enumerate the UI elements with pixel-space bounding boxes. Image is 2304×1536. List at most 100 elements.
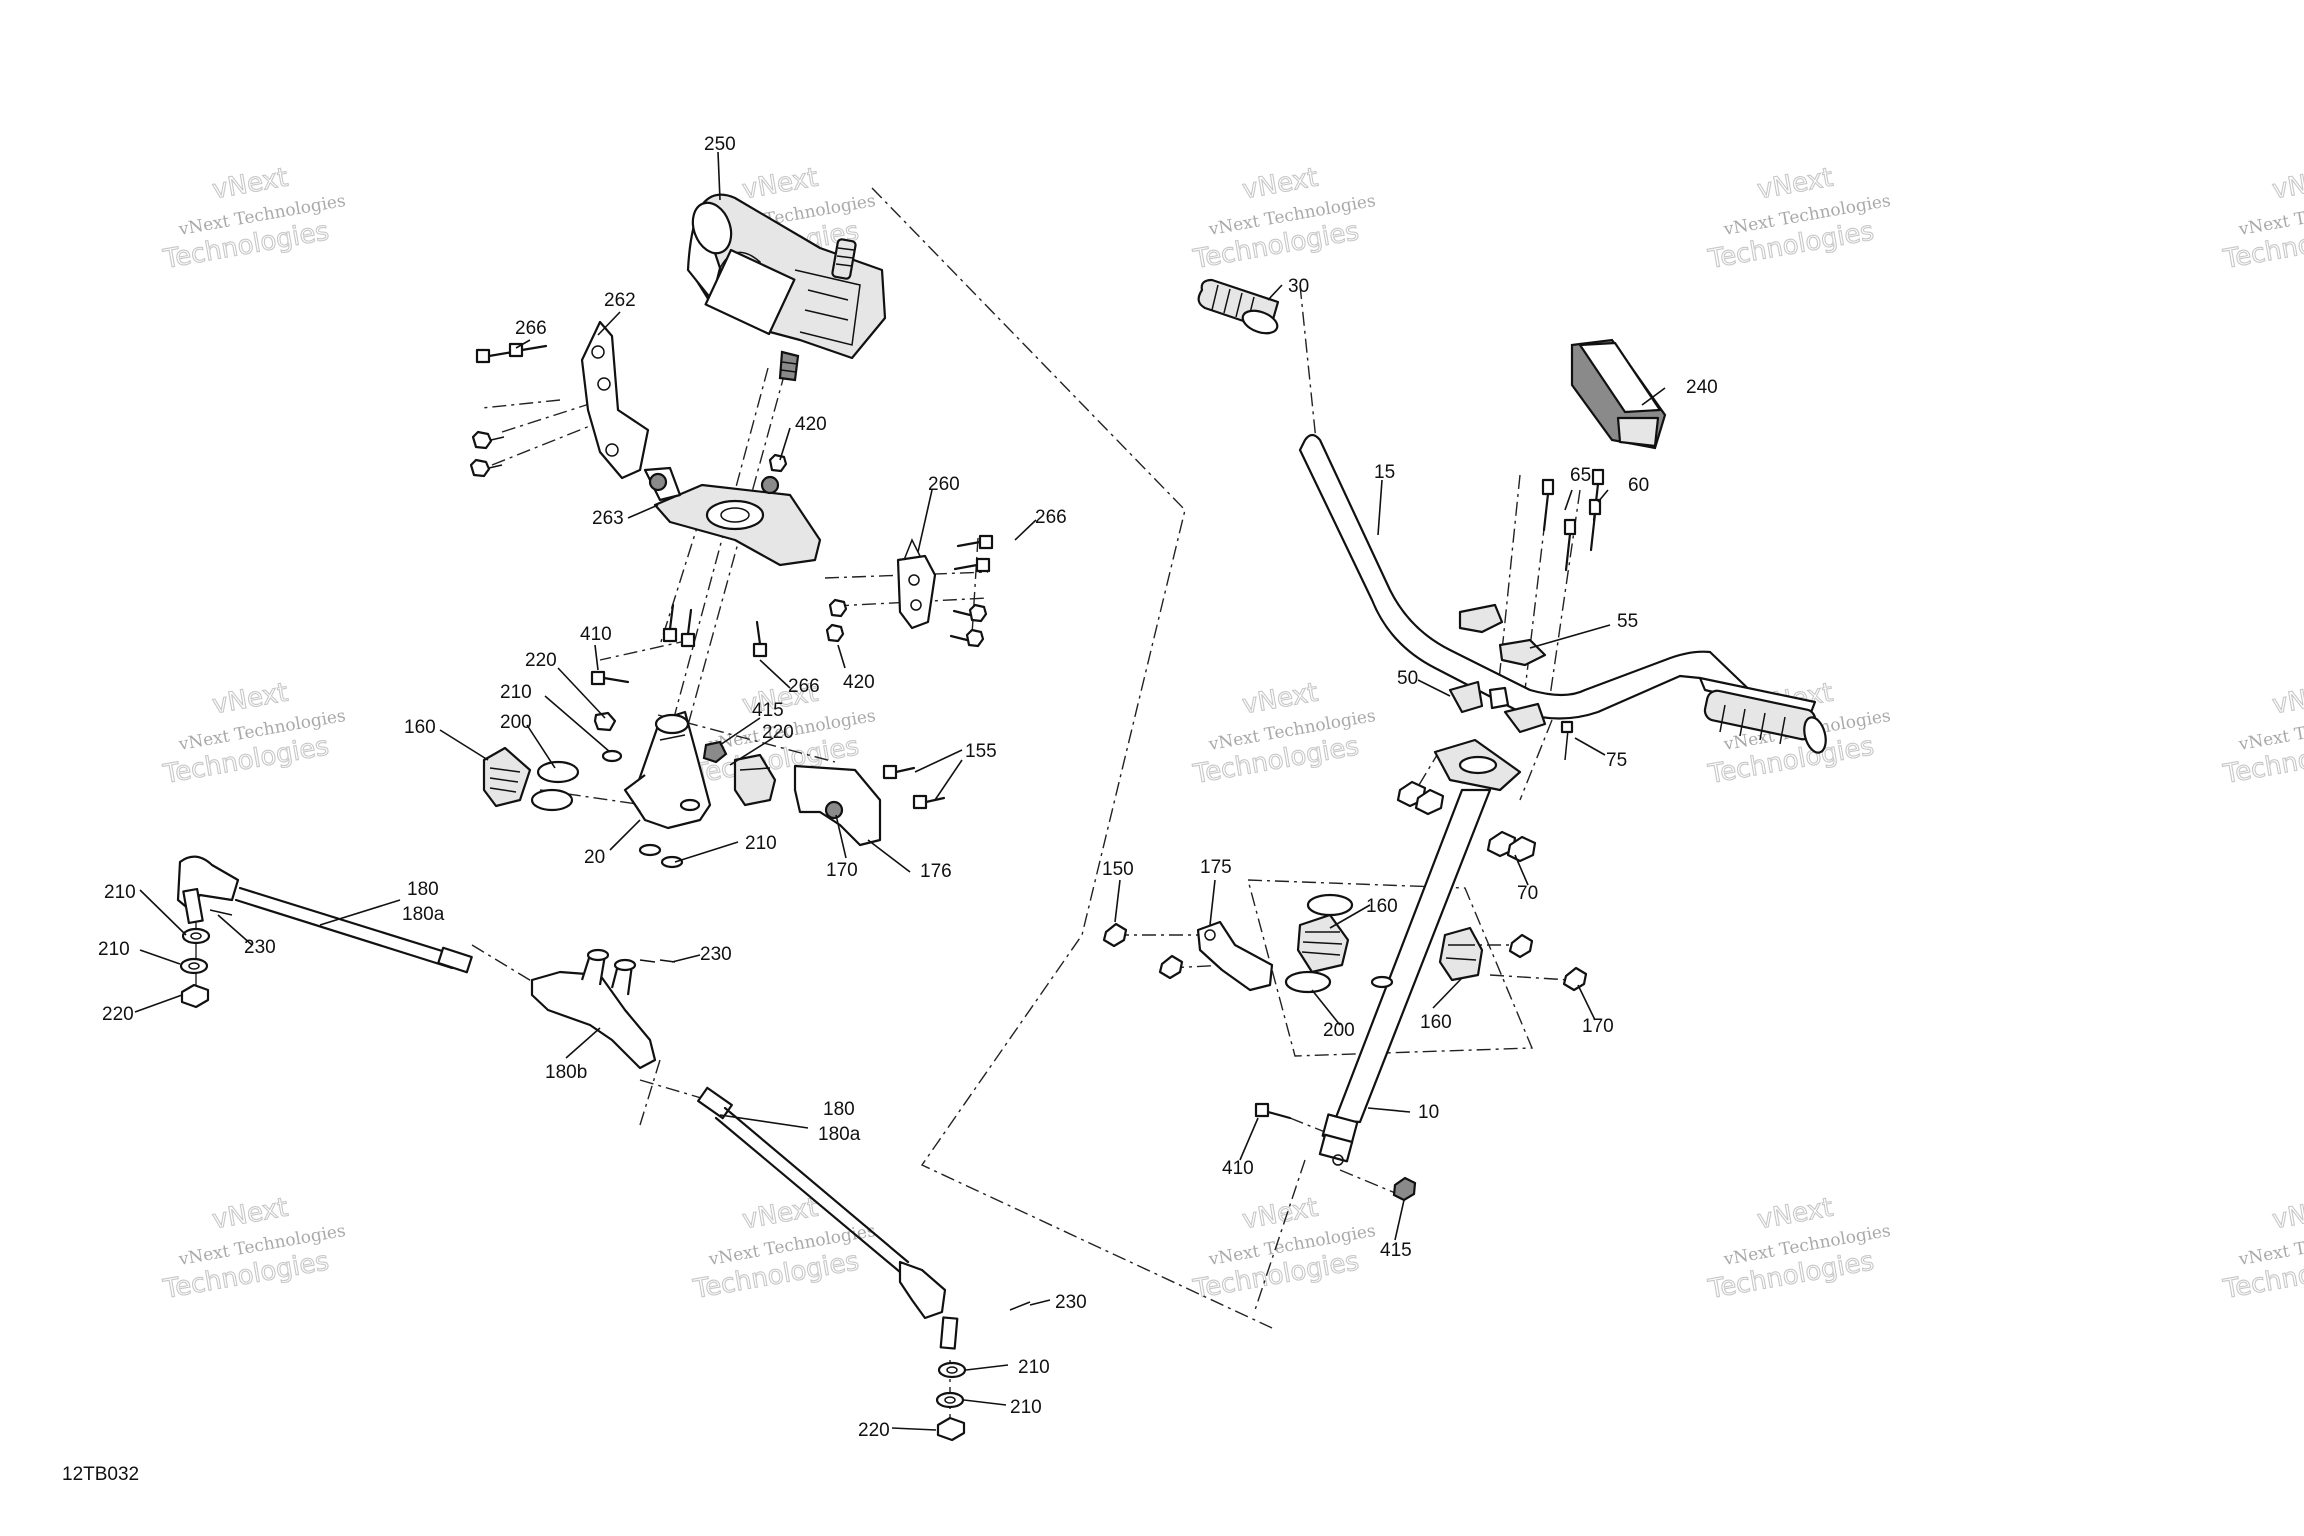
support-group-boundary (1247, 879, 1534, 1057)
callout-220: 220 (858, 1420, 890, 1441)
part-65-60-bolts (1541, 468, 1605, 572)
callout-220: 220 (525, 650, 557, 671)
svg-text:vNext: vNext (1240, 678, 1320, 721)
part-180b-center-link (530, 948, 676, 1070)
callout-160: 160 (1366, 896, 1398, 917)
watermark: vNext vNext Technologies Technologies (1705, 1192, 1892, 1306)
callout-210: 210 (104, 882, 136, 903)
callout-415: 415 (752, 700, 784, 721)
svg-text:vNext: vNext (2270, 163, 2304, 206)
watermarks: vNext vNext Technologies Technologies vN… (160, 162, 2304, 1306)
watermark: vNext vNext Technologies Technologies (2220, 1192, 2304, 1306)
callout-210: 210 (98, 939, 130, 960)
svg-text:vNext: vNext (1240, 163, 1320, 206)
callout-266: 266 (788, 676, 820, 697)
callout-250: 250 (704, 134, 736, 155)
fastener-group-tierod-left (179, 909, 233, 1009)
callout-415: 415 (1380, 1240, 1412, 1261)
callout-180b: 180b (545, 1062, 587, 1083)
part-262-left-bracket (580, 320, 650, 480)
callout-180a: 180a (402, 904, 445, 925)
nuts-right (1102, 780, 1588, 1202)
watermark: vNext vNext Technologies Technologies (2220, 677, 2304, 791)
svg-text:vNext: vNext (1755, 163, 1835, 206)
drawing-code: 12TB032 (62, 1464, 139, 1485)
callout-160: 160 (1420, 1012, 1452, 1033)
watermark: vNext vNext Technologies Technologies (1190, 1192, 1377, 1306)
part-50-riser (1448, 680, 1574, 761)
callout-30: 30 (1288, 276, 1309, 297)
watermark: vNext vNext Technologies Technologies (160, 1192, 347, 1306)
watermark: vNext vNext Technologies Technologies (690, 1192, 877, 1306)
part-55-clamp-caps (1458, 603, 1547, 667)
callout-170: 170 (826, 860, 858, 881)
part-180-tie-rod-right (697, 1086, 959, 1350)
callout-230: 230 (1055, 1292, 1087, 1313)
svg-text:vNext: vNext (2270, 678, 2304, 721)
callout-55: 55 (1617, 611, 1638, 632)
part-175-bracket (1196, 920, 1274, 992)
part-180-tie-rod-left (176, 855, 473, 974)
callout-260: 260 (928, 474, 960, 495)
watermark: vNext vNext Technologies Technologies (2220, 162, 2304, 276)
callout-262: 262 (604, 290, 636, 311)
callout-200: 200 (500, 712, 532, 733)
assembly-boundary (871, 187, 1273, 1329)
part-160-bushing-upper (1296, 913, 1350, 974)
part-30-grip (1197, 278, 1280, 335)
assembly-lines (195, 284, 1581, 1420)
callout-230: 230 (700, 944, 732, 965)
callout-420: 420 (843, 672, 875, 693)
callout-75: 75 (1606, 750, 1627, 771)
callout-20: 20 (584, 847, 605, 868)
svg-text:vNext: vNext (740, 163, 820, 206)
watermark: vNext vNext Technologies Technologies (160, 162, 347, 276)
callout-220: 220 (762, 722, 794, 743)
callout-15: 15 (1374, 462, 1395, 483)
callout-160: 160 (404, 717, 436, 738)
callout-10: 10 (1418, 1102, 1439, 1123)
callout-240: 240 (1686, 377, 1718, 398)
callout-labels: 250 262 266 420 263 260 266 266 420 410 … (98, 134, 1718, 1441)
callout-70: 70 (1517, 883, 1538, 904)
callout-210: 210 (1018, 1357, 1050, 1378)
callout-180a: 180a (818, 1124, 861, 1145)
watermark: vNext vNext Technologies Technologies (160, 677, 347, 791)
part-10-steering-column (1318, 738, 1522, 1166)
callout-263: 263 (592, 508, 624, 529)
callout-420: 420 (795, 414, 827, 435)
watermark: vNext vNext Technologies Technologies (1705, 162, 1892, 276)
callout-200: 200 (1323, 1020, 1355, 1041)
svg-text:vNext: vNext (210, 163, 290, 206)
callout-266: 266 (515, 318, 547, 339)
callout-210: 210 (500, 682, 532, 703)
svg-text:vNext: vNext (1240, 1193, 1320, 1236)
callout-50: 50 (1397, 668, 1418, 689)
part-260-right-bracket (896, 538, 937, 630)
part-15-handlebar (1298, 433, 1827, 754)
callout-410: 410 (1222, 1158, 1254, 1179)
nuts-mid (702, 740, 728, 764)
part-240-switch-housing (1570, 338, 1667, 450)
watermark: vNext vNext Technologies Technologies (1190, 162, 1377, 276)
callout-220: 220 (102, 1004, 134, 1025)
callout-180: 180 (407, 879, 439, 900)
svg-text:vNext: vNext (740, 1193, 820, 1236)
part-176-clamp (733, 753, 946, 847)
watermark: vNext vNext Technologies Technologies (1190, 677, 1377, 791)
leader-lines (134, 151, 1666, 1431)
callout-210: 210 (1010, 1397, 1042, 1418)
callout-65: 65 (1570, 465, 1591, 486)
callout-170: 170 (1582, 1016, 1614, 1037)
svg-text:vNext: vNext (210, 678, 290, 721)
callout-150: 150 (1102, 859, 1134, 880)
svg-text:vNext: vNext (210, 1193, 290, 1236)
callout-230: 230 (244, 937, 276, 958)
part-20-steering-arm (623, 710, 712, 830)
svg-text:vNext: vNext (2270, 1193, 2304, 1236)
part-160-bushing-lower (1438, 926, 1484, 982)
part-200-rings-right (1284, 893, 1394, 994)
callout-210: 210 (745, 833, 777, 854)
callout-180: 180 (823, 1099, 855, 1120)
